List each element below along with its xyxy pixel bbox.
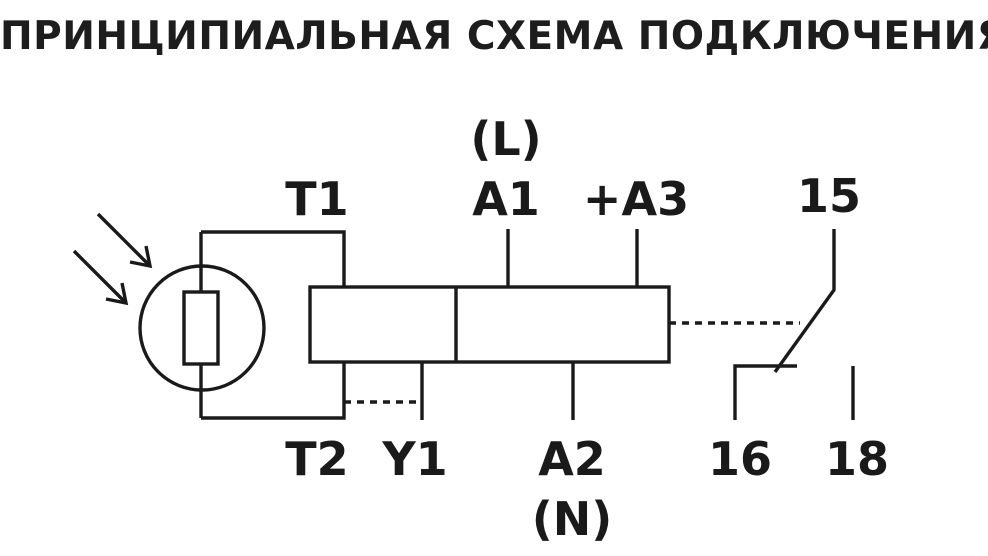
label-a2: A2: [538, 432, 606, 486]
label-y1: Y1: [381, 432, 447, 486]
contact-16: [733, 364, 797, 420]
wire-t1: [201, 230, 346, 287]
label-a3: +A3: [583, 172, 689, 226]
contact-15-switch: [773, 229, 836, 373]
label-contact-16: 16: [708, 432, 772, 486]
label-a1-note: (L): [470, 112, 541, 166]
light-arrows-icon: [72, 212, 153, 306]
label-t2: T2: [285, 432, 348, 486]
relay-body: [308, 285, 671, 364]
label-t1: T1: [285, 172, 348, 226]
label-contact-18: 18: [825, 432, 889, 486]
label-a1: A1: [472, 172, 540, 226]
light-sensor: [138, 232, 266, 418]
photoresistor-body: [182, 290, 220, 366]
diagram-title: ПРИНЦИПИАЛЬНАЯ СХЕМА ПОДКЛЮЧЕНИЯ: [0, 14, 988, 59]
label-contact-15: 15: [797, 169, 861, 223]
wire-t2: [201, 362, 346, 420]
label-a2-note: (N): [532, 492, 613, 546]
